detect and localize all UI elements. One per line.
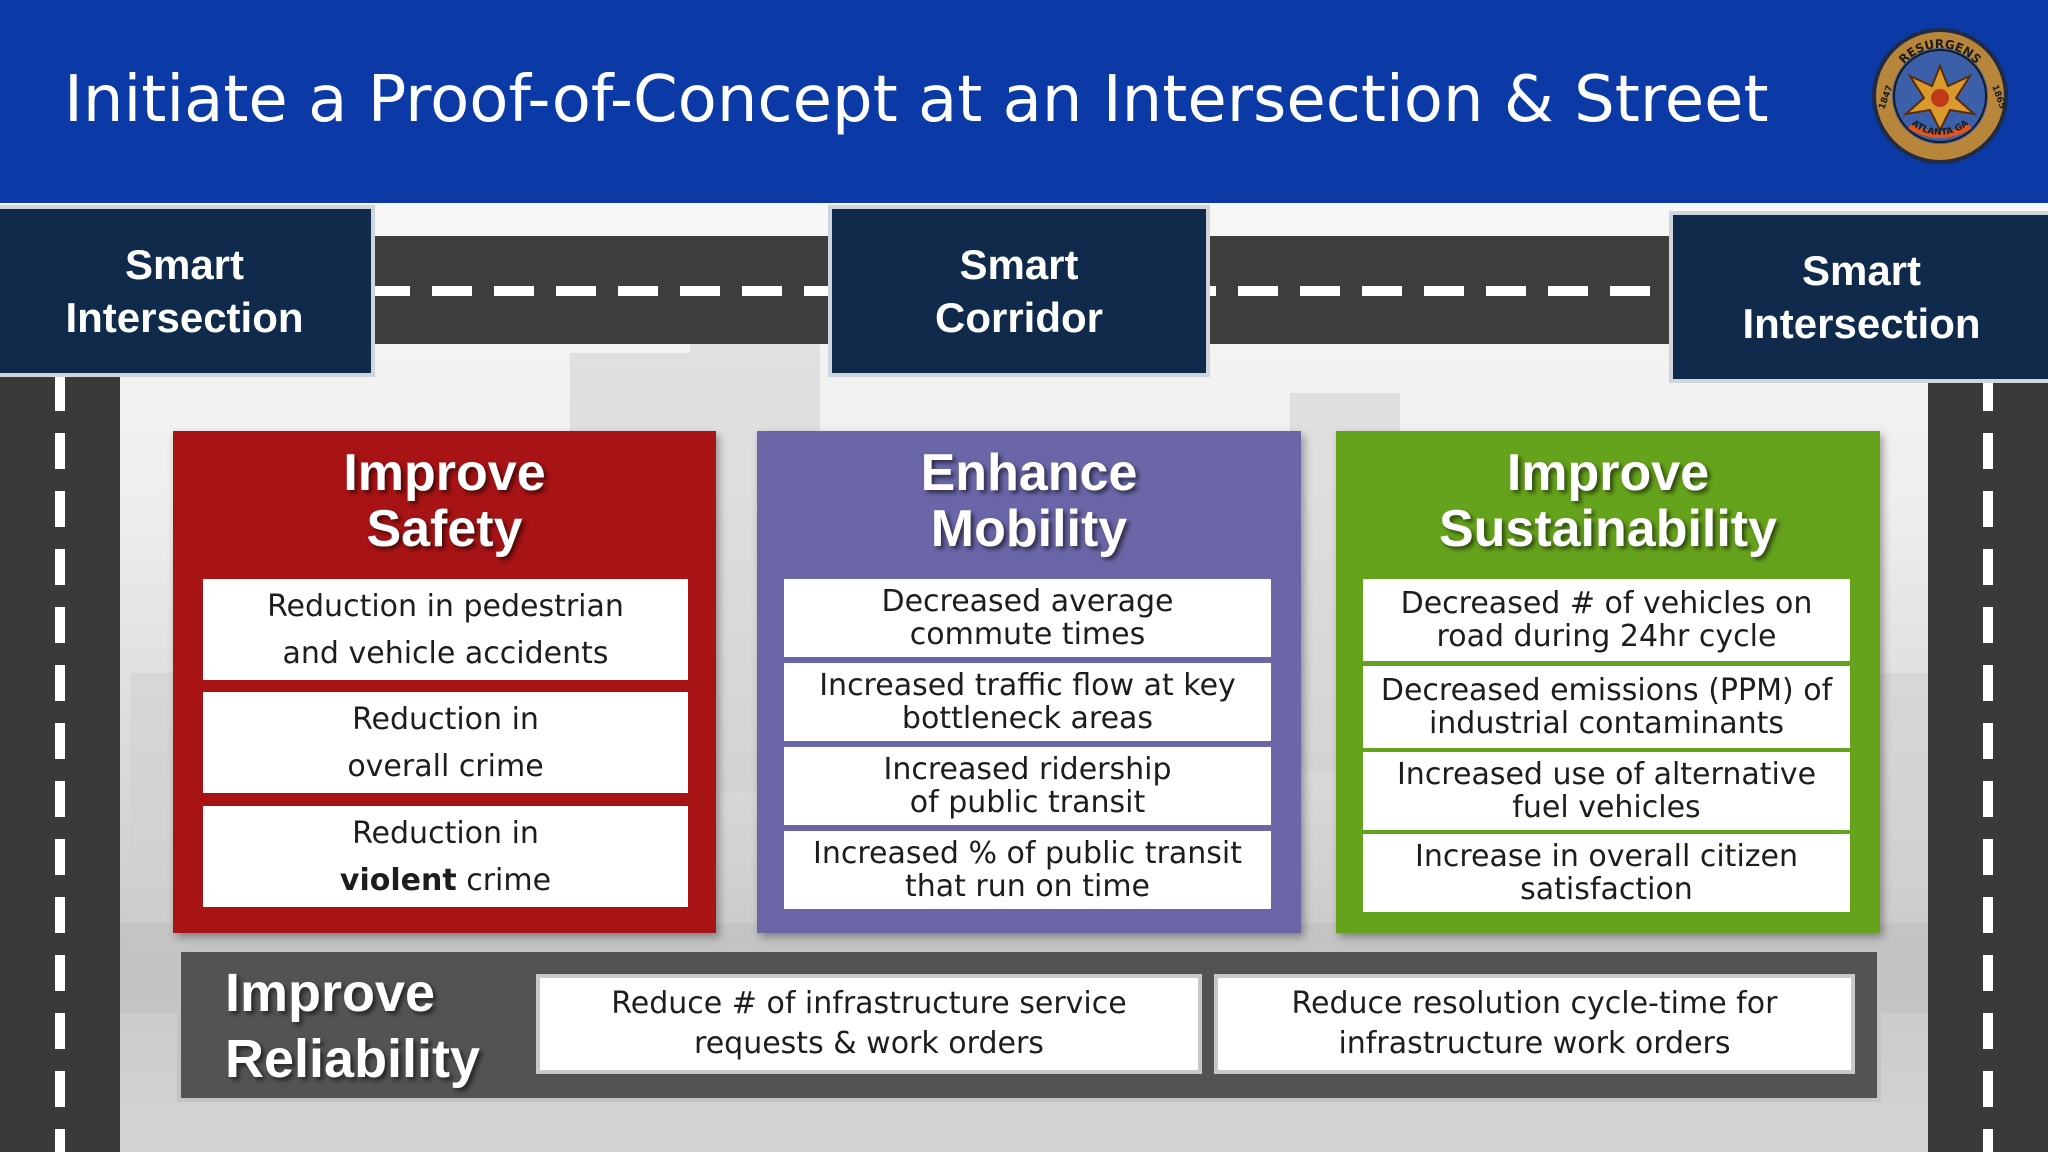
city-seal-icon: RESURGENS ATLANTA GA 1847 1865 [1872,28,2008,164]
left-intersection-road [0,375,120,1152]
slide-title: Initiate a Proof-of-Concept at an Inters… [64,63,1769,137]
right-intersection-road [1928,375,2048,1152]
slide-header: Initiate a Proof-of-Concept at an Inters… [0,0,2048,203]
